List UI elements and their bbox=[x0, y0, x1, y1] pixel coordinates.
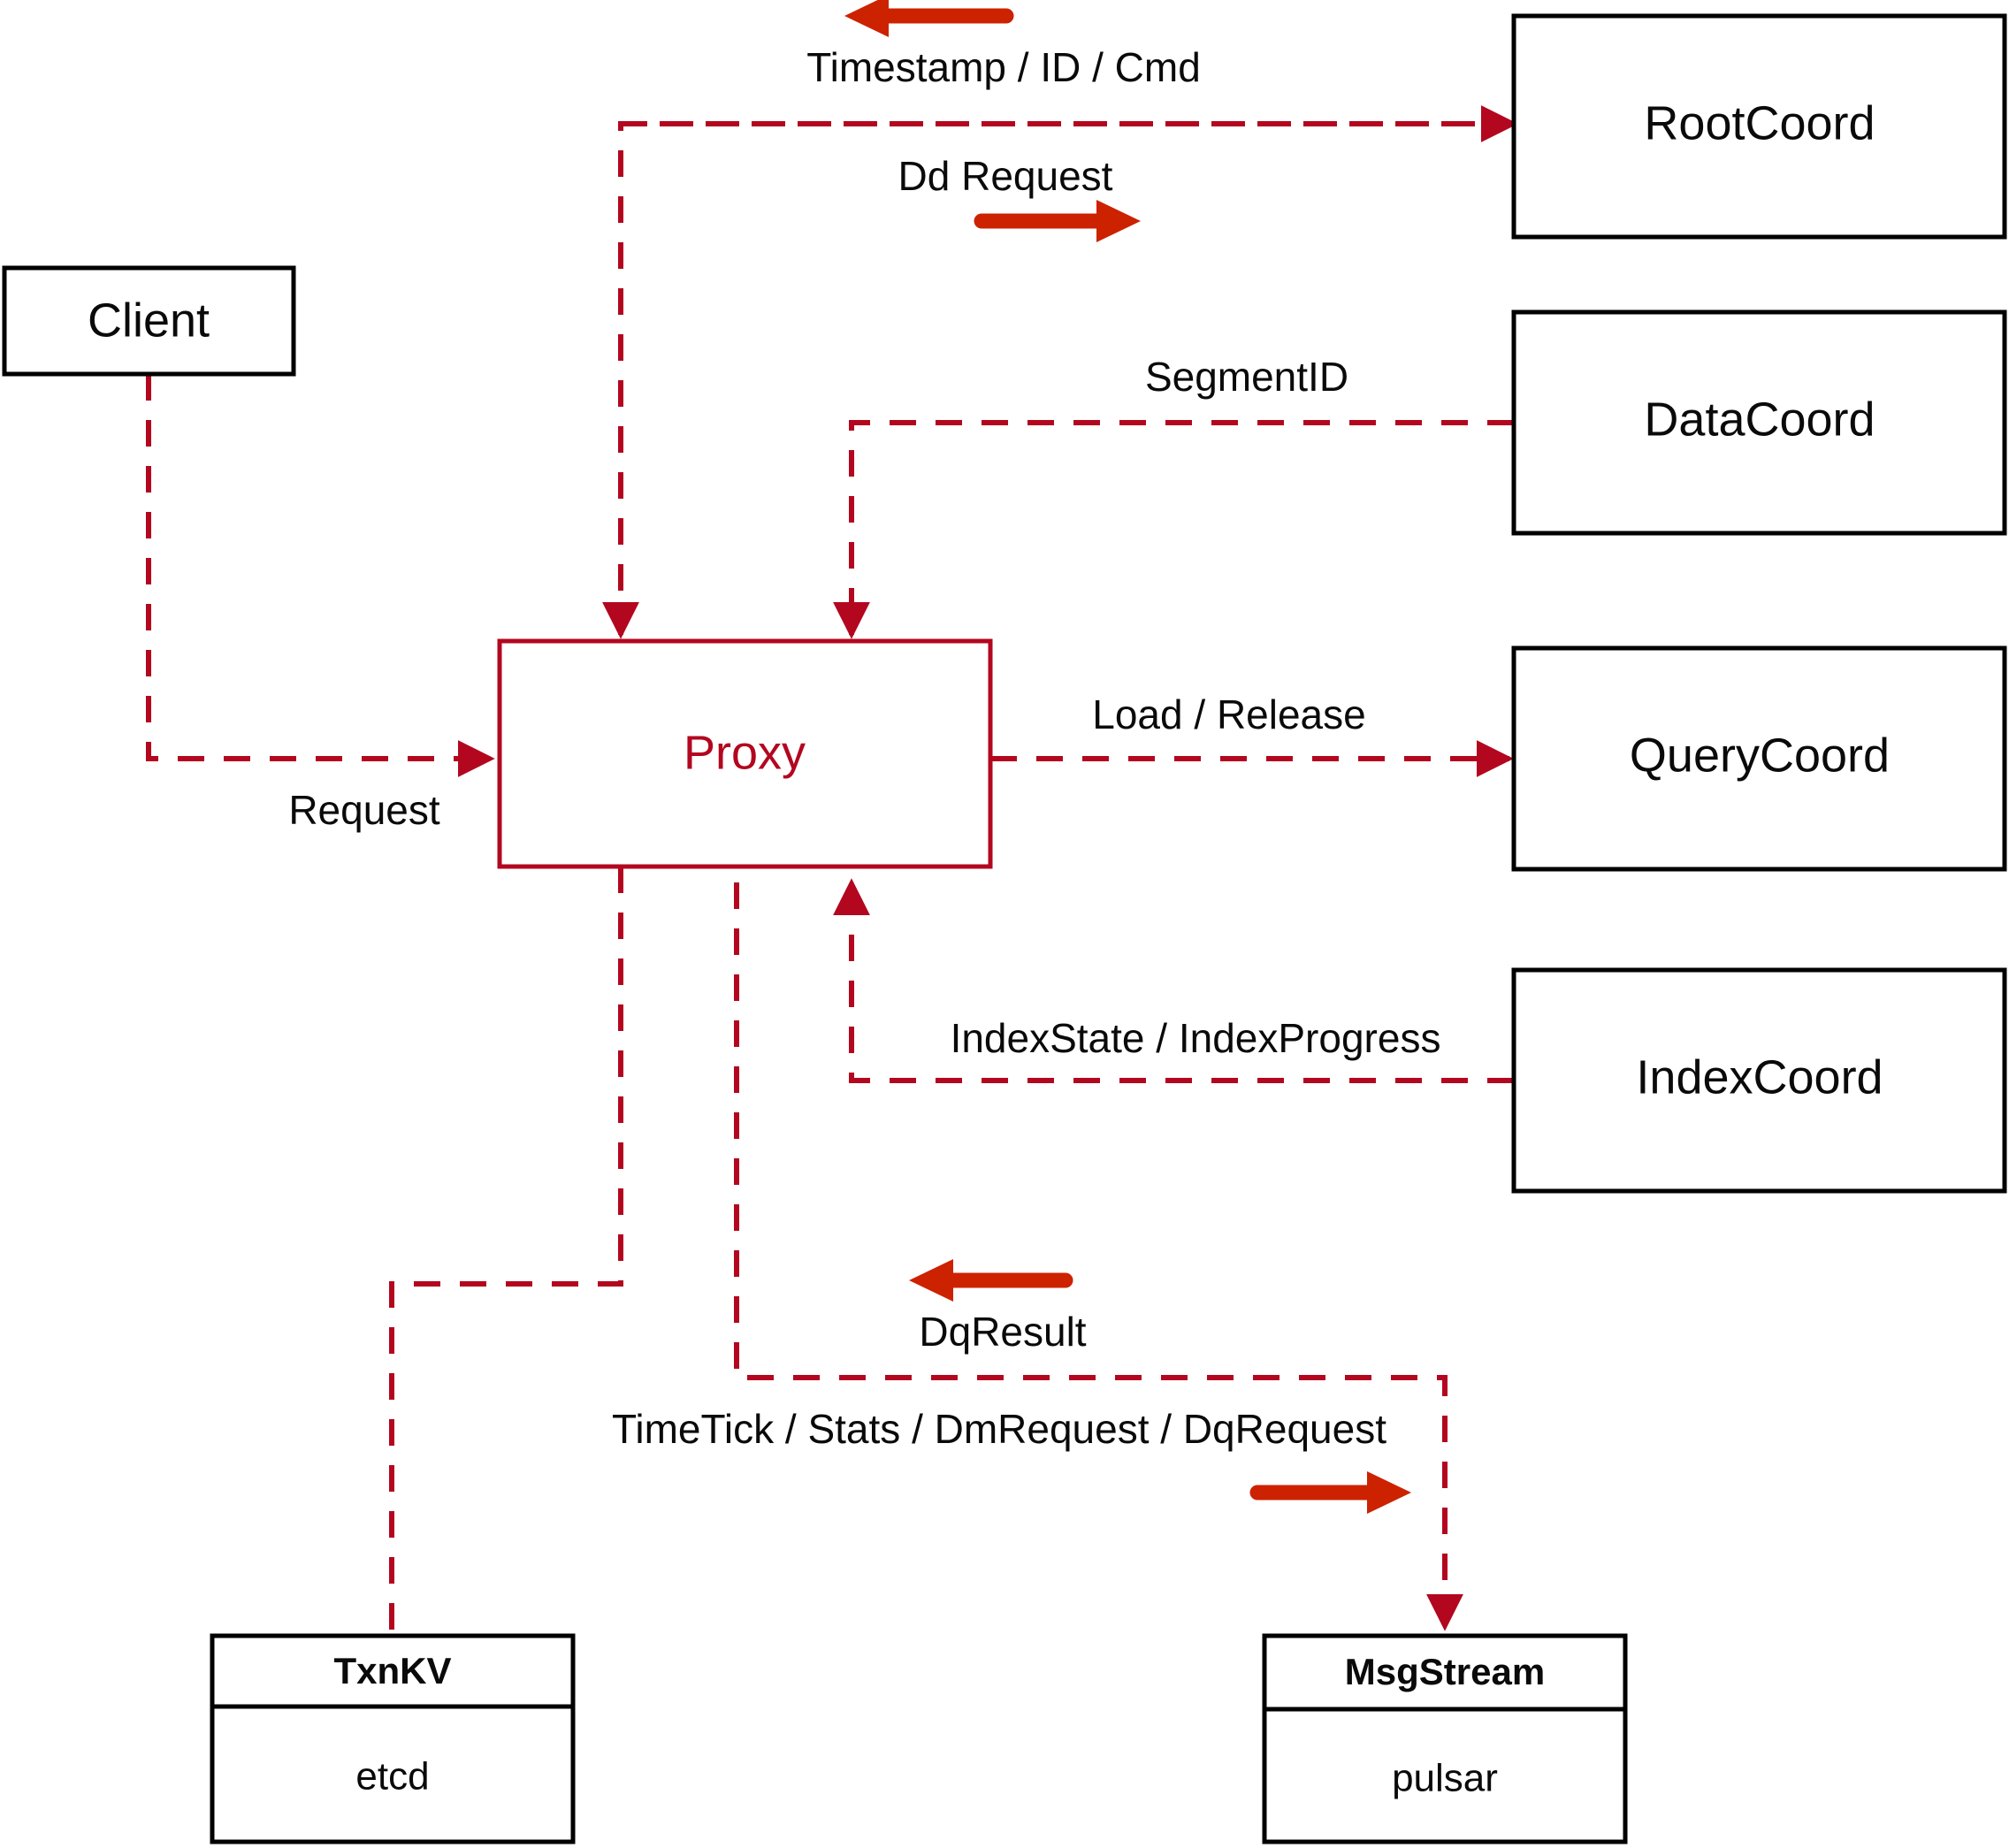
edge-indexcoord-to-proxy bbox=[833, 878, 1514, 1083]
direction-arrow-timetick bbox=[1249, 1471, 1411, 1514]
node-txnkv-box[interactable] bbox=[210, 1633, 576, 1844]
edge-label-index-state-progress: IndexState / IndexProgress bbox=[951, 1015, 1441, 1061]
direction-arrow-dqresult bbox=[909, 1259, 1073, 1302]
edge-label-load-release: Load / Release bbox=[1092, 691, 1365, 737]
direction-arrow-timestamp bbox=[844, 0, 1014, 37]
edge-datacoord-to-proxy bbox=[833, 420, 1514, 639]
node-proxy[interactable]: Proxy bbox=[497, 638, 993, 869]
node-client-label: Client bbox=[88, 294, 210, 347]
edge-proxy-to-txnkv bbox=[389, 867, 623, 1636]
node-querycoord-box[interactable] bbox=[1511, 645, 2007, 872]
node-client[interactable]: Client bbox=[2, 265, 296, 377]
node-indexcoord-box[interactable] bbox=[1511, 967, 2007, 1194]
edge-label-timetick-stats: TimeTick / Stats / DmRequest / DqRequest bbox=[612, 1406, 1386, 1452]
edge-label-timestamp-id-cmd: Timestamp / ID / Cmd bbox=[806, 44, 1201, 90]
direction-arrow-dd-request bbox=[974, 200, 1141, 242]
edge-label-request: Request bbox=[288, 787, 440, 833]
node-txnkv-label: TxnKV bbox=[333, 1650, 451, 1691]
node-txnkv-sublabel: etcd bbox=[355, 1755, 429, 1798]
node-indexcoord[interactable]: IndexCoord bbox=[1511, 967, 2007, 1194]
node-querycoord[interactable]: QueryCoord bbox=[1511, 645, 2007, 872]
edge-label-dd-request: Dd Request bbox=[898, 153, 1113, 199]
node-indexcoord-label: IndexCoord bbox=[1636, 1050, 1883, 1103]
edge-client-to-proxy bbox=[146, 374, 495, 777]
node-client-box[interactable] bbox=[2, 265, 296, 377]
node-datacoord-box[interactable] bbox=[1511, 309, 2007, 536]
node-msgstream-sublabel: pulsar bbox=[1392, 1757, 1498, 1800]
node-msgstream-box[interactable] bbox=[1262, 1633, 1628, 1844]
edge-label-segment-id: SegmentID bbox=[1145, 354, 1348, 400]
node-datacoord[interactable]: DataCoord bbox=[1511, 309, 2007, 536]
edge-proxy-msgstream bbox=[734, 882, 1463, 1631]
node-rootcoord-box[interactable] bbox=[1511, 13, 2007, 240]
node-rootcoord[interactable]: RootCoord bbox=[1511, 13, 2007, 240]
node-txnkv[interactable]: TxnKV etcd bbox=[210, 1633, 576, 1844]
node-proxy-label: Proxy bbox=[684, 726, 806, 779]
node-msgstream-label: MsgStream bbox=[1345, 1651, 1545, 1692]
edge-label-dq-result: DqResult bbox=[919, 1309, 1086, 1355]
node-proxy-box[interactable] bbox=[497, 638, 993, 869]
node-querycoord-label: QueryCoord bbox=[1630, 729, 1890, 782]
edge-rootcoord-to-proxy bbox=[602, 121, 1514, 639]
node-rootcoord-label: RootCoord bbox=[1644, 96, 1875, 149]
node-msgstream[interactable]: MsgStream pulsar bbox=[1262, 1633, 1628, 1844]
node-datacoord-label: DataCoord bbox=[1644, 393, 1875, 446]
